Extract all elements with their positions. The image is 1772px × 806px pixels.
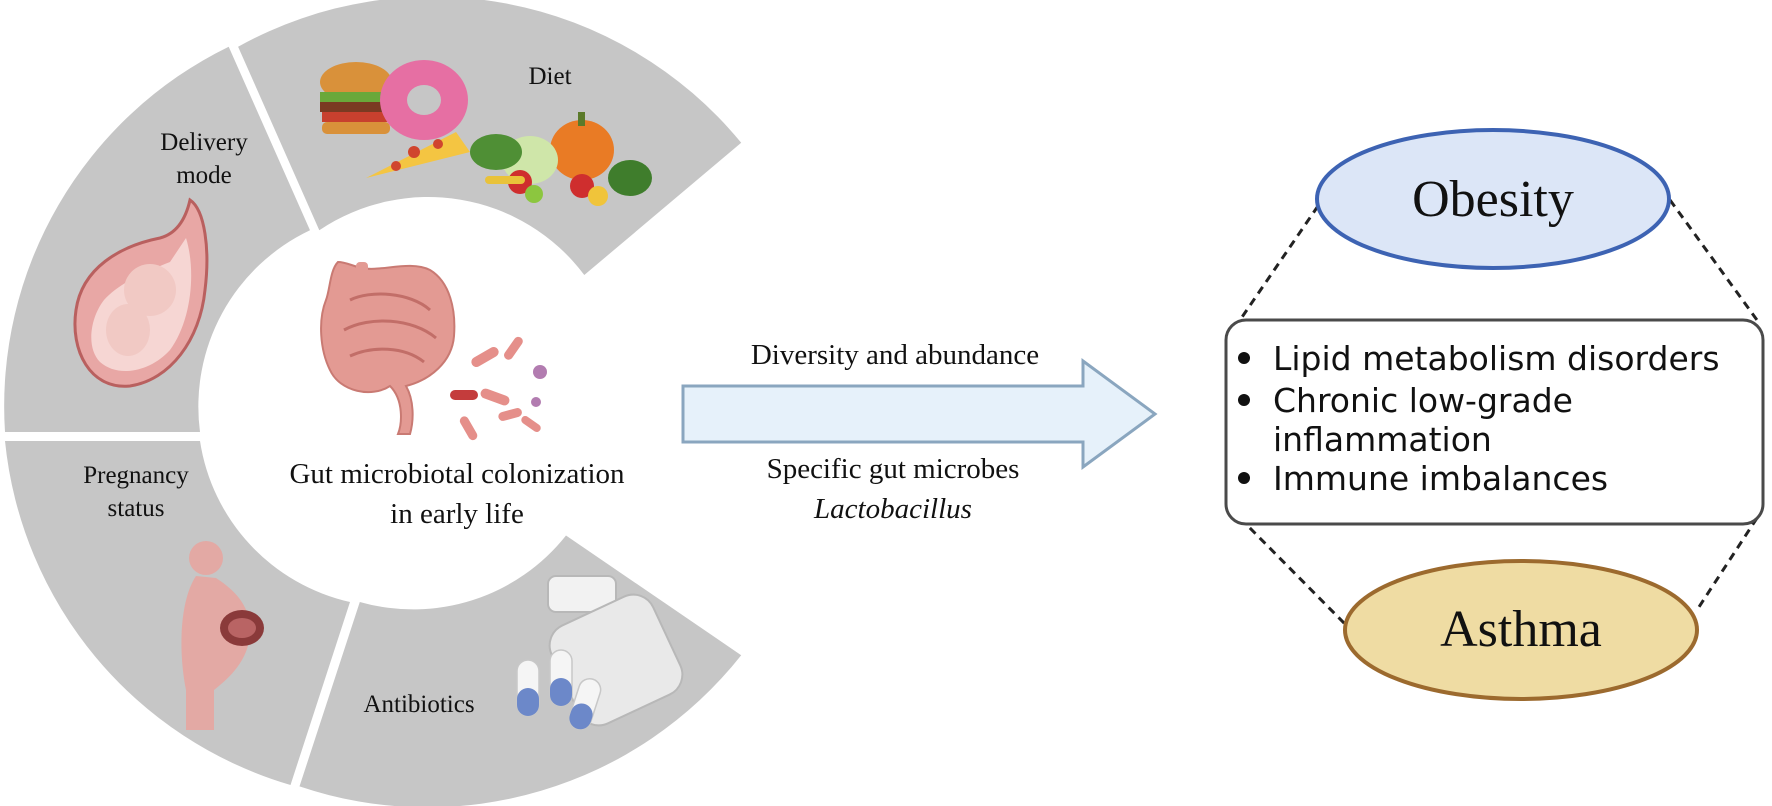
label-antibiotics: Antibiotics <box>363 691 474 718</box>
mechanism-item: Lipid metabolism disorders <box>1273 339 1720 378</box>
mechanism-item: Immune imbalances <box>1273 459 1608 498</box>
obesity-label: Obesity <box>1412 171 1574 228</box>
bullet-icon <box>1238 472 1250 484</box>
arrow-bottom-label-line2: Lactobacillus <box>813 493 972 525</box>
center-label-line1: Gut microbiotal colonization <box>289 458 625 490</box>
label-delivery-mode-line2: mode <box>176 162 232 189</box>
dashed-connectors <box>1238 199 1759 627</box>
arrow-top-label: Diversity and abundance <box>751 339 1039 371</box>
vegetables-icon <box>470 112 652 206</box>
mechanism-item-continuation: inflammation <box>1273 420 1492 459</box>
mechanisms-box <box>1224 318 1765 526</box>
arrow-right-icon <box>681 358 1158 470</box>
mechanism-item: Chronic low-grade <box>1273 381 1573 420</box>
label-pregnancy-status-line2: status <box>108 495 165 522</box>
asthma-label: Asthma <box>1440 601 1602 658</box>
bullet-icon <box>1238 352 1250 364</box>
label-pregnancy-status-line1: Pregnancy <box>83 462 189 489</box>
capsules-icon <box>516 649 602 731</box>
label-diet: Diet <box>528 63 571 90</box>
obesity-ellipse <box>1315 128 1671 270</box>
fetus-in-uterus-icon <box>73 197 209 388</box>
arrow-bottom-label-line1: Specific gut microbes <box>767 453 1020 485</box>
asthma-ellipse <box>1343 559 1699 701</box>
sector-pregnancy-status <box>5 441 350 785</box>
center-label-line2: in early life <box>390 498 524 530</box>
pregnant-woman-icon <box>181 541 264 730</box>
junk-food-icon <box>320 60 470 178</box>
bacteria-icon <box>450 336 547 441</box>
label-delivery-mode-line1: Delivery <box>160 129 248 156</box>
bullet-icon <box>1238 394 1250 406</box>
mechanisms-list: Lipid metabolism disorders Chronic low-g… <box>1238 339 1720 498</box>
gut-intestine-icon <box>320 260 456 435</box>
